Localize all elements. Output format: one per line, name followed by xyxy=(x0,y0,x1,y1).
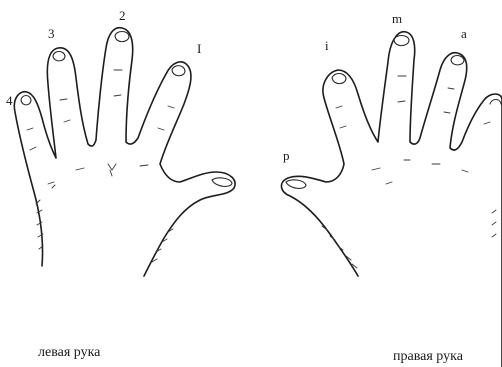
right-index-label: i xyxy=(325,38,329,53)
right-middle-label: m xyxy=(392,11,402,26)
left-hand-caption: левая рука xyxy=(38,345,100,361)
right-thumb-label: p xyxy=(283,148,290,163)
left-ring-label: 3 xyxy=(48,26,55,41)
right-hand-drawing xyxy=(281,32,502,367)
left-pinky-label: 4 xyxy=(6,93,13,108)
right-hand-finger-labels: p i m a xyxy=(283,11,467,163)
left-middle-label: 2 xyxy=(119,8,126,23)
left-hand-drawing xyxy=(14,28,235,276)
left-index-label: I xyxy=(197,41,201,56)
right-hand-caption: правая рука xyxy=(393,349,463,365)
right-ring-label: a xyxy=(461,26,467,41)
